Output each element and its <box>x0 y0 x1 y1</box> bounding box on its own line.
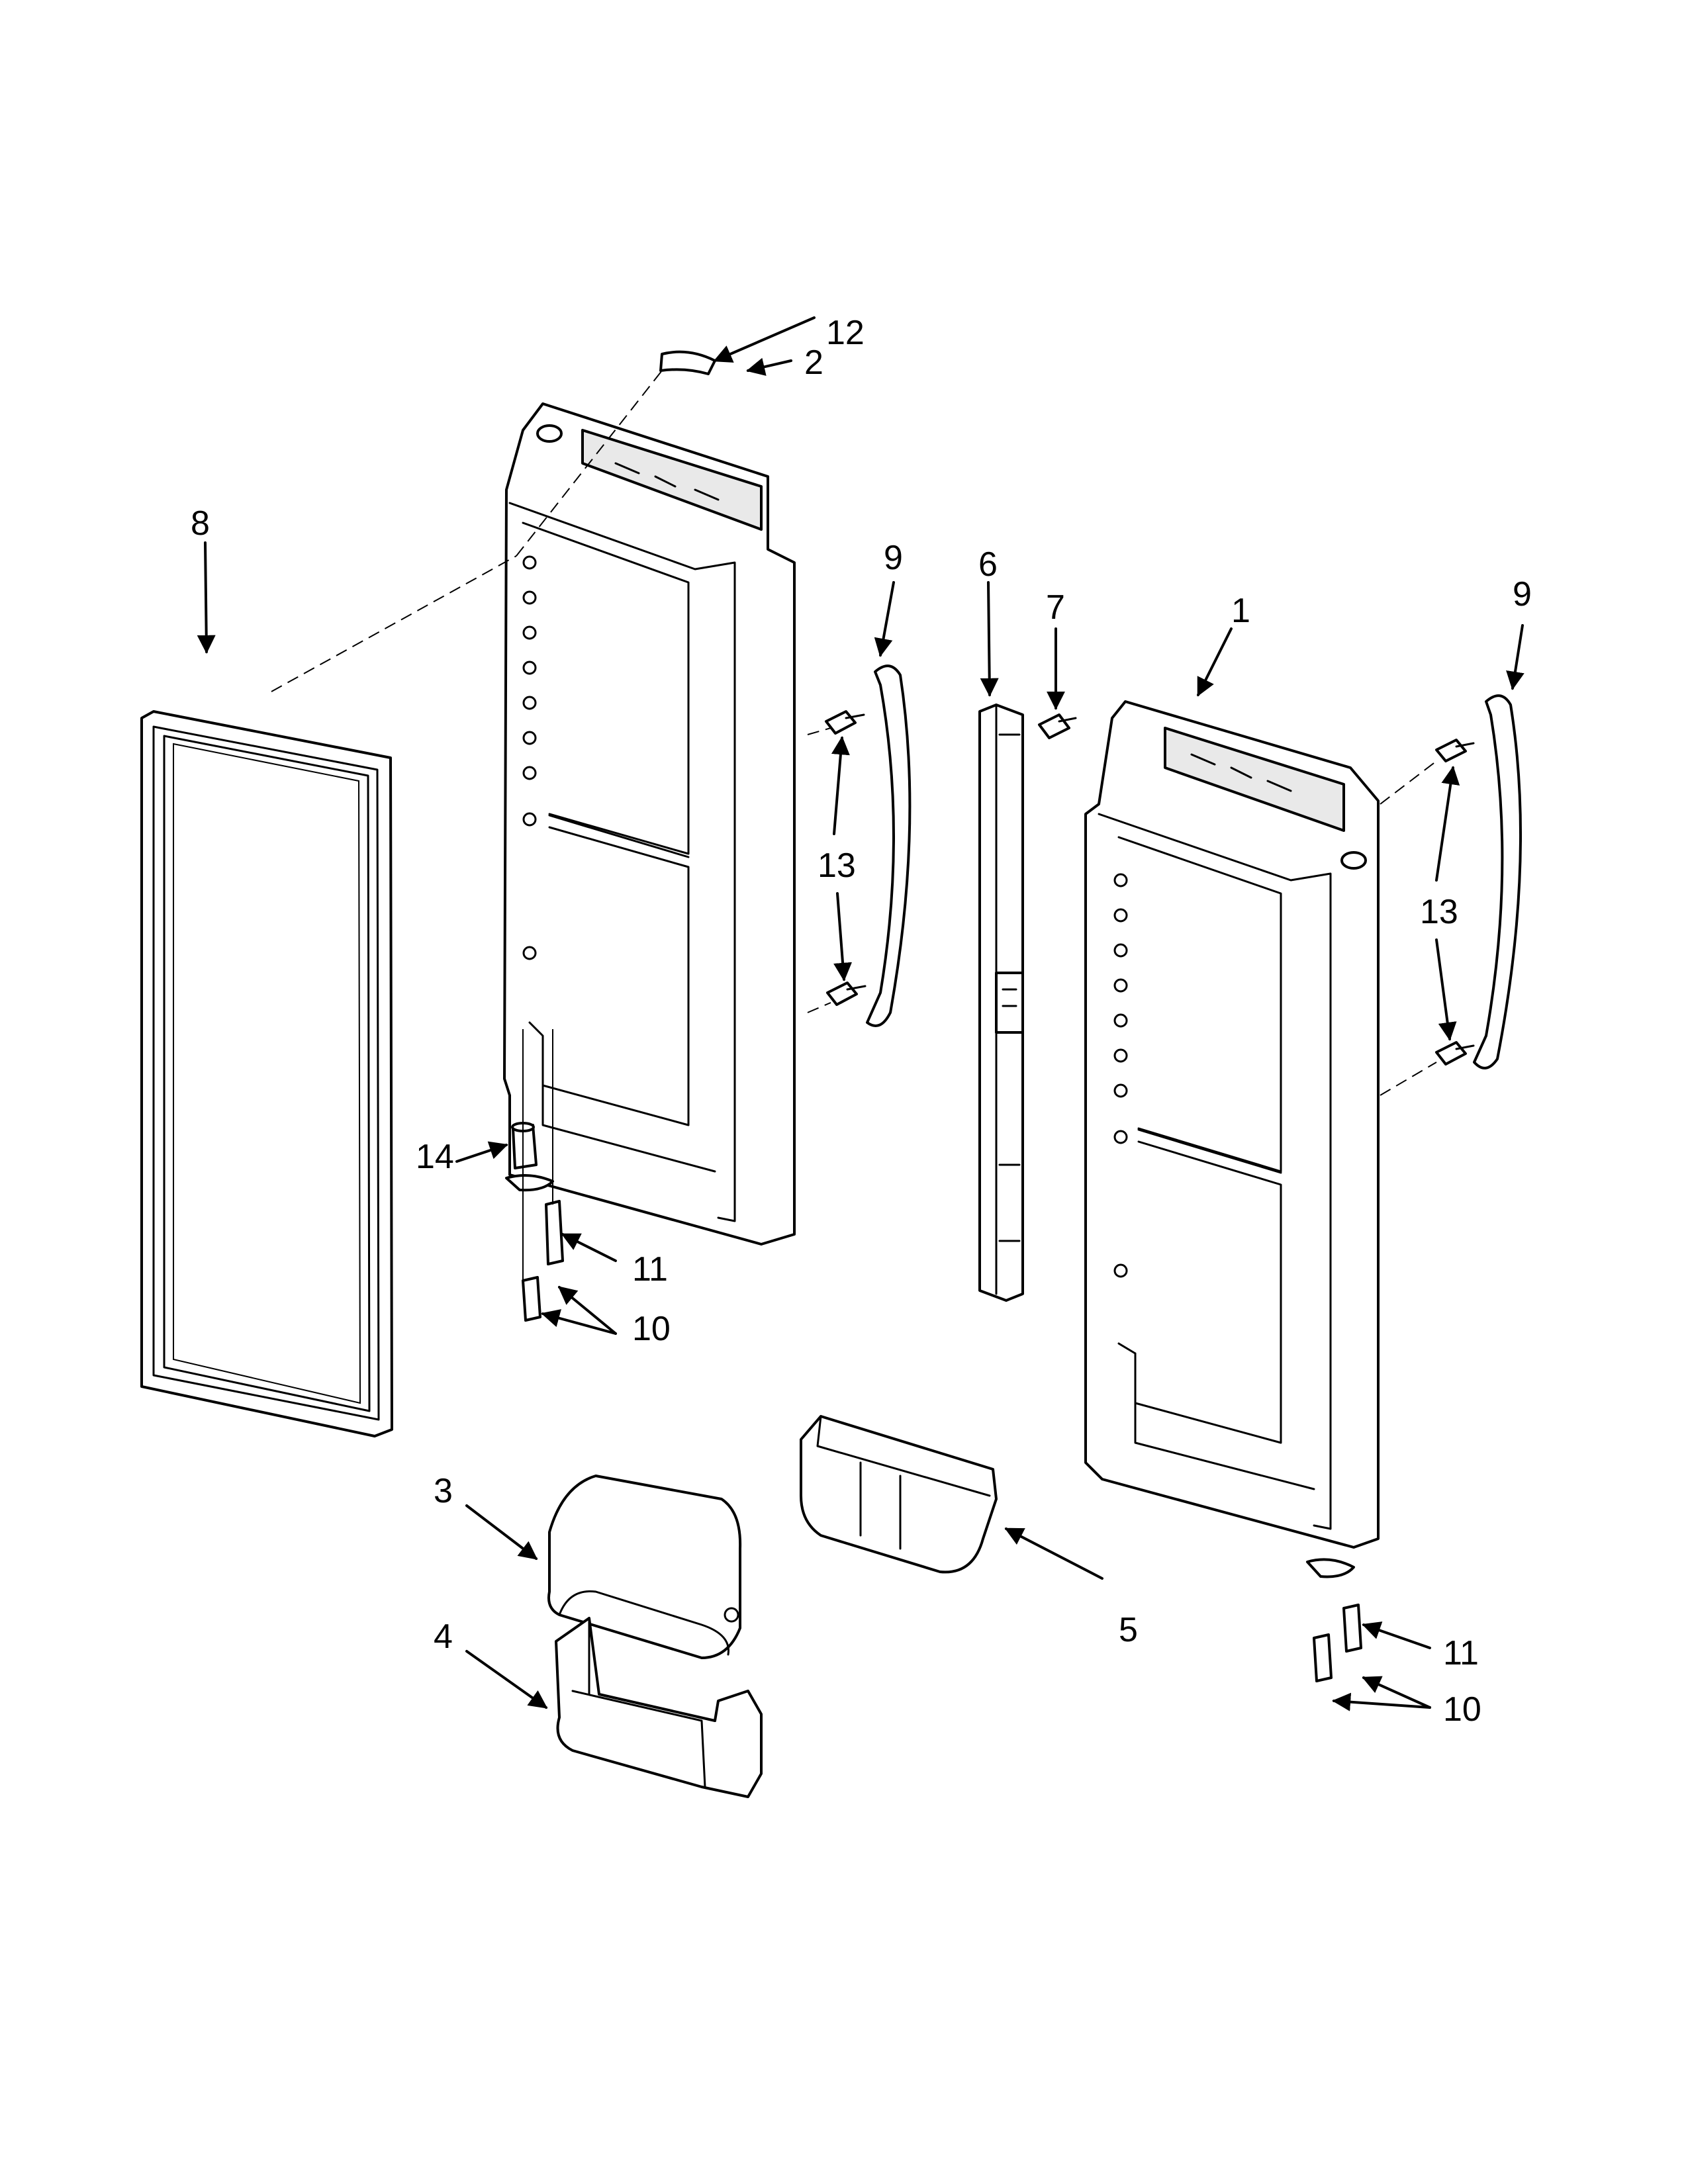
callout-11-right: 11 <box>1443 1634 1479 1672</box>
callout-6: 6 <box>978 545 998 584</box>
left-hinge-hardware <box>505 1029 564 1322</box>
right-hinge-hardware <box>1306 1558 1362 1682</box>
door-bin <box>800 1415 998 1574</box>
callout-13-right: 13 <box>1420 893 1458 931</box>
callout-3: 3 <box>434 1472 453 1510</box>
callout-11-left: 11 <box>632 1250 668 1289</box>
left-door <box>503 402 796 1246</box>
right-door-handle <box>1473 694 1522 1069</box>
hinge-cap <box>659 350 716 375</box>
callout-13-left: 13 <box>818 846 856 885</box>
center-mullion <box>978 704 1024 1302</box>
callout-12: 12 <box>826 314 865 352</box>
dairy-door <box>547 1475 742 1659</box>
callout-9-right: 9 <box>1513 575 1532 614</box>
right-door <box>1084 700 1380 1549</box>
dairy-bin <box>555 1617 763 1798</box>
callout-10-left: 10 <box>632 1310 671 1348</box>
door-gasket <box>140 710 393 1437</box>
callout-14: 14 <box>416 1138 454 1176</box>
left-door-handle <box>866 664 912 1027</box>
callout-5: 5 <box>1119 1611 1138 1649</box>
callout-8: 8 <box>191 504 210 543</box>
callout-9-left: 9 <box>884 539 903 577</box>
callout-2: 2 <box>804 343 823 382</box>
callout-1: 1 <box>1231 592 1250 630</box>
callout-10-right: 10 <box>1443 1690 1481 1729</box>
callout-7: 7 <box>1046 588 1065 627</box>
handle-screws <box>825 710 1475 1066</box>
leader-lines <box>197 316 1524 1711</box>
callouts: 12 2 8 9 6 7 1 9 13 13 14 11 10 3 4 5 11… <box>191 314 1532 1729</box>
mullion-screw <box>1038 713 1077 739</box>
callout-4: 4 <box>434 1617 453 1656</box>
